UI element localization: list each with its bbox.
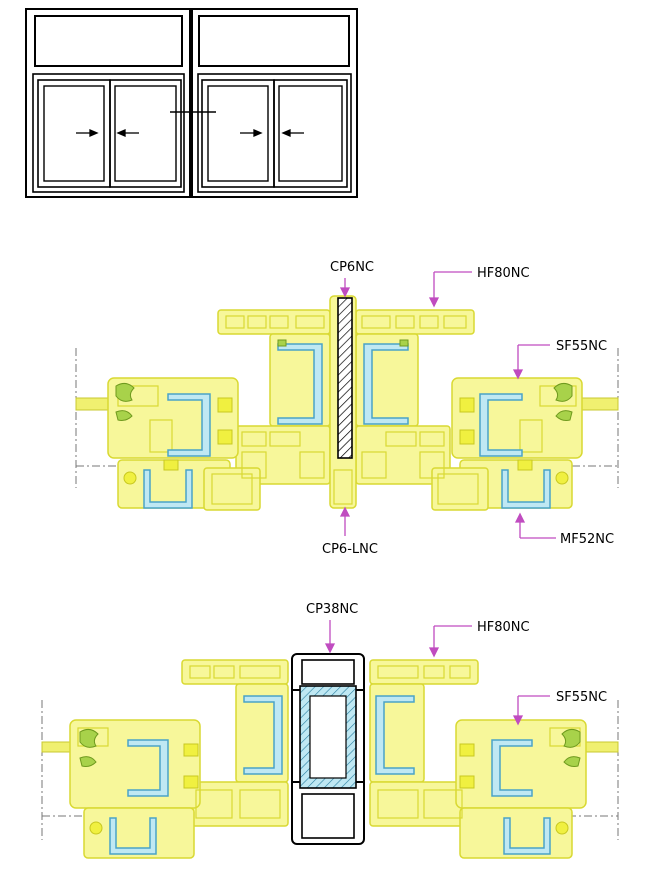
frame-top-left <box>217 309 331 335</box>
label-hf80nc-2: HF80NC <box>477 620 530 635</box>
frame-top-right <box>355 309 475 335</box>
cp38nc-mullion <box>291 653 365 845</box>
drainage-blocks <box>123 397 569 485</box>
leader-lines-2 <box>324 620 550 726</box>
leader-lines-1 <box>339 271 556 539</box>
reinforcement-frame-left <box>277 343 323 425</box>
right-sash-a-inner <box>207 85 269 182</box>
right-sash-b <box>273 79 348 188</box>
left-sash-b <box>109 79 182 188</box>
frame-right-foot <box>431 467 489 511</box>
right-sash-a <box>201 79 275 188</box>
right-transom <box>198 15 350 67</box>
left-opening <box>32 73 185 193</box>
right-opening <box>197 73 352 193</box>
profile-chambers-2 <box>77 665 581 819</box>
right-sash-b-inner <box>278 85 343 182</box>
slide-arrows <box>76 129 304 137</box>
right-frame <box>191 8 358 198</box>
cp6nc-panel <box>337 297 353 459</box>
left-sash-a <box>37 79 111 188</box>
label-cp38nc: CP38NC <box>306 602 358 617</box>
label-sf55nc: SF55NC <box>556 339 607 354</box>
left-frame <box>25 8 191 198</box>
label-sf55nc-2: SF55NC <box>556 690 607 705</box>
reference-lines-2 <box>41 700 619 840</box>
left-transom <box>34 15 183 67</box>
window-elevation <box>25 8 358 198</box>
left-sash-a-inner <box>43 85 105 182</box>
reinforcement-bottom-right <box>501 469 551 509</box>
reinforcement-frame-right <box>363 343 409 425</box>
gaskets <box>115 339 573 421</box>
reinforcement-sash-right <box>479 393 523 457</box>
section-detail-1: CP6NC HF80NC SF55NC CP6-LNC MF52NC <box>75 260 619 557</box>
reinforcement-bottom-left <box>143 469 193 509</box>
label-cp6-lnc: CP6-LNC <box>322 542 378 557</box>
gaskets-2 <box>79 728 581 767</box>
steel-reinforcements <box>143 343 551 509</box>
label-cp6nc: CP6NC <box>330 260 374 275</box>
label-hf80nc: HF80NC <box>477 266 530 281</box>
profile-chambers <box>117 315 577 505</box>
left-sash-b-inner <box>114 85 177 182</box>
reinforcement-sash-left <box>167 393 211 457</box>
drainage-blocks-2 <box>89 743 569 835</box>
section-detail-2: CP38NC HF80NC SF55NC <box>41 602 619 859</box>
label-mf52nc: MF52NC <box>560 532 614 547</box>
steel-reinforcements-2 <box>109 695 551 855</box>
